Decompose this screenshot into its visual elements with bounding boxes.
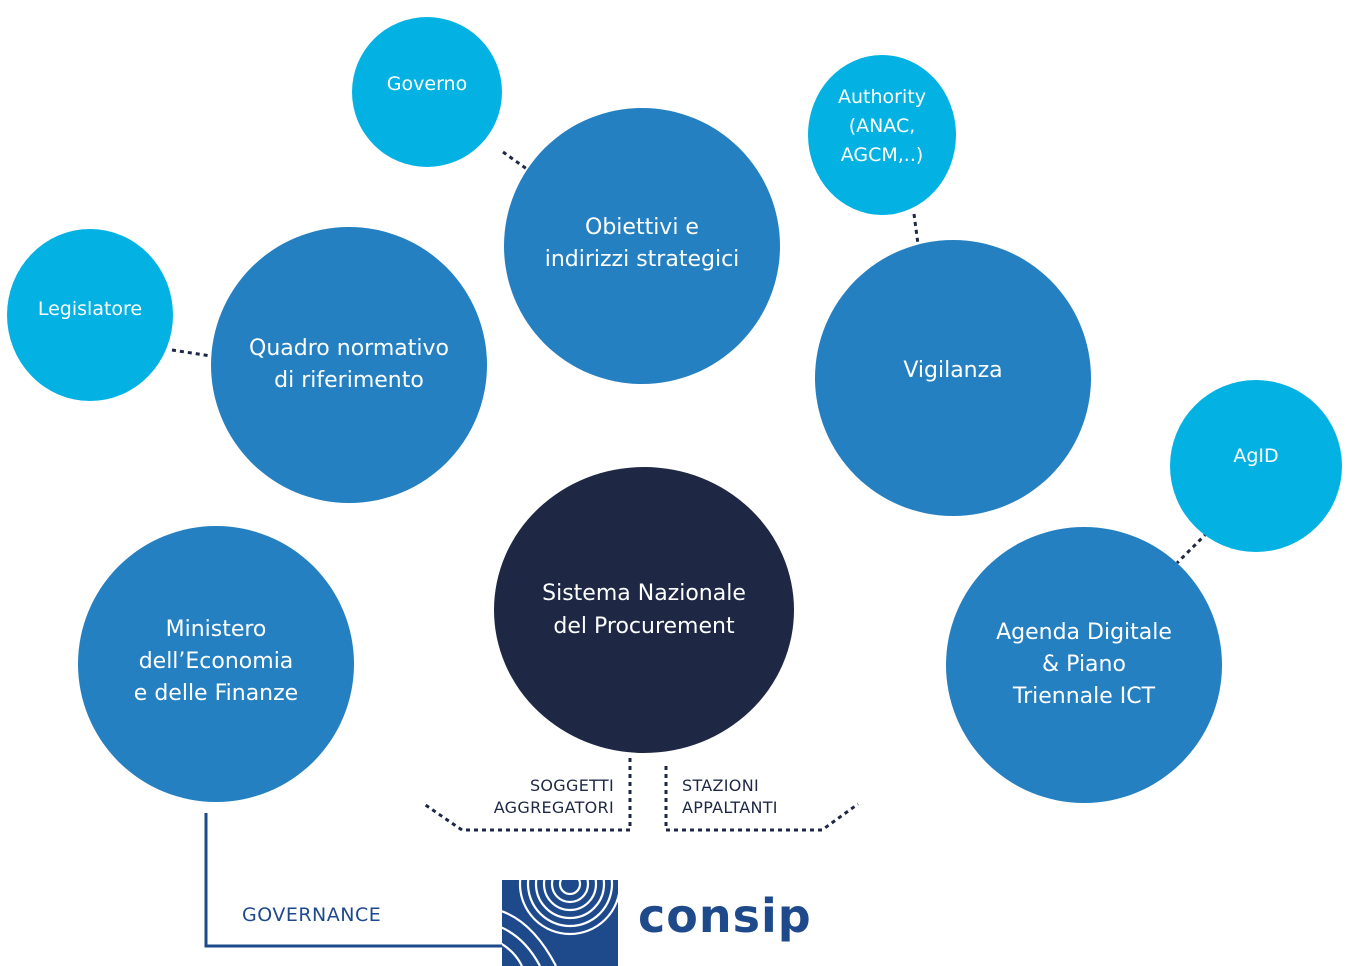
node-vigilanza: Vigilanza: [815, 240, 1091, 516]
connector-soggetti-branch: [423, 802, 630, 832]
connector-legislatore-quadro: [171, 348, 212, 358]
node-vigilanza-label: Vigilanza: [903, 358, 1003, 383]
connector-agid-agenda: [1175, 531, 1209, 565]
node-governo: Governo: [352, 17, 502, 167]
node-obiettivi: Obiettivi e indirizzi strategici: [504, 108, 780, 384]
node-agenda: Agenda Digitale & Piano Triennale ICT: [946, 527, 1222, 803]
consip-wordmark: consip: [638, 889, 812, 943]
node-governo-label: Governo: [386, 72, 468, 95]
node-legislatore: Legislatore: [7, 229, 173, 401]
connector-authority-vigilanza: [912, 213, 920, 245]
node-obiettivi-label: Obiettivi e indirizzi strategici: [544, 215, 740, 272]
node-agid: AgID: [1170, 380, 1342, 552]
consip-logo-icon: [502, 880, 618, 966]
connector-stazioni-branch: [666, 802, 859, 832]
node-agenda-label: Agenda Digitale & Piano Triennale ICT: [996, 620, 1172, 709]
label-stazioni-appaltanti: STAZIONI APPALTANTI: [682, 776, 778, 817]
node-quadro-label: Quadro normativo di riferimento: [249, 336, 449, 393]
governance-label: GOVERNANCE: [242, 904, 382, 926]
connector-governo-obiettivi: [502, 150, 532, 174]
node-legislatore-label: Legislatore: [37, 298, 143, 320]
node-ministero-label: Ministero dell’Economia e delle Finanze: [133, 617, 299, 706]
node-sistema-label: Sistema Nazionale del Procurement: [542, 581, 746, 639]
node-agid-label: AgID: [1233, 444, 1279, 467]
node-authority: Authority (ANAC, AGCM,..): [808, 55, 956, 215]
node-sistema-nazionale: Sistema Nazionale del Procurement: [494, 467, 794, 753]
label-soggetti-aggregatori: SOGGETTI AGGREGATORI: [493, 776, 614, 817]
governance-line: [204, 813, 502, 948]
node-authority-label: Authority (ANAC, AGCM,..): [838, 85, 926, 166]
node-quadro: Quadro normativo di riferimento: [211, 227, 487, 503]
node-ministero: Ministero dell’Economia e delle Finanze: [78, 526, 354, 802]
